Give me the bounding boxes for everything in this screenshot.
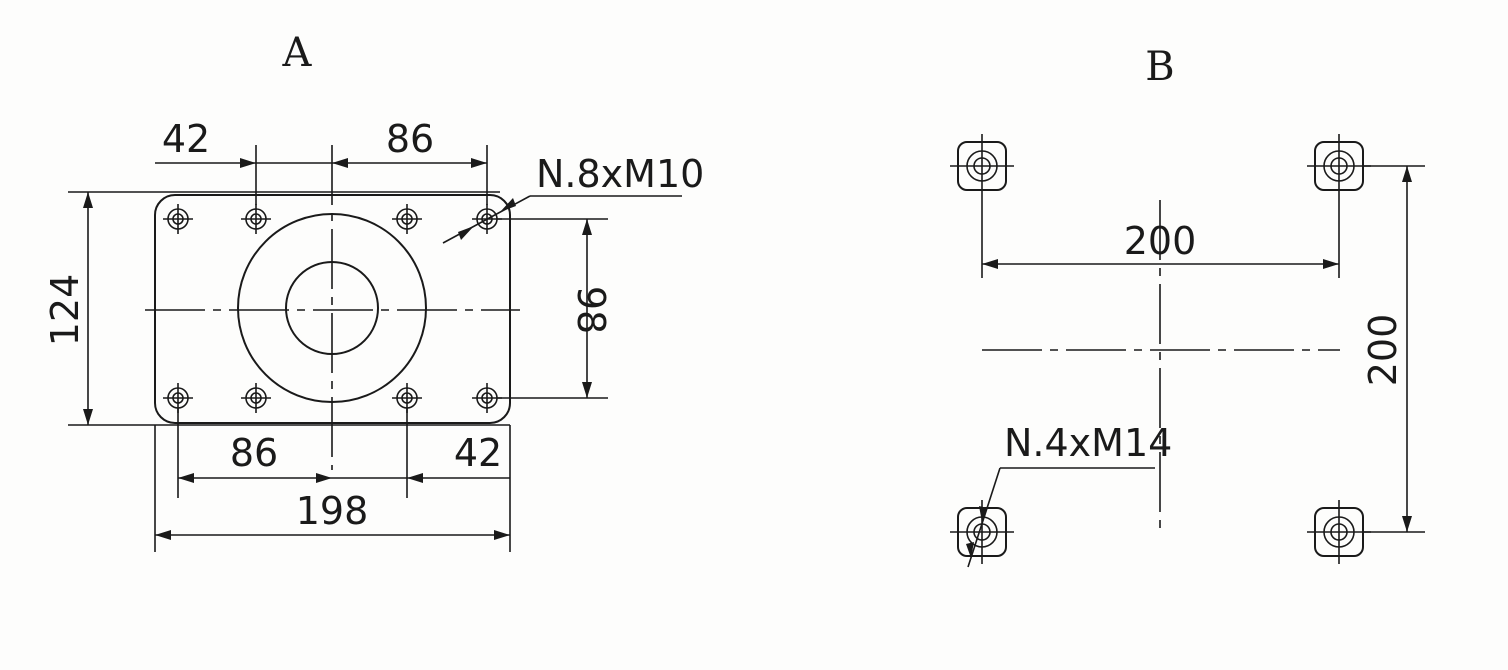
dim-a-height-outer-text: 124 <box>43 274 87 347</box>
callout-a-text: N.8xM10 <box>536 152 704 196</box>
pad-b-2 <box>1307 134 1371 198</box>
dim-a-bottom: 86 42 <box>177 408 510 498</box>
hole-a-6 <box>241 383 271 413</box>
hole-a-3 <box>392 204 422 234</box>
dim-b-horizontal-text: 200 <box>1124 219 1197 263</box>
dim-a-top-right: 86 <box>386 117 434 161</box>
dim-b-vertical: 200 <box>1361 165 1425 533</box>
hole-group-a <box>163 204 502 413</box>
callout-b: N.4xM14 <box>966 421 1172 568</box>
callout-a: N.8xM10 <box>442 152 704 244</box>
view-b-title: B <box>1145 44 1174 90</box>
dim-a-bottom-right: 42 <box>454 431 502 475</box>
dim-a-height-holes-text: 98 <box>569 286 613 334</box>
dim-a-top-left: 42 <box>162 117 210 161</box>
dim-b-horizontal: 200 <box>981 198 1340 278</box>
dim-a-top: 42 86 <box>155 117 488 205</box>
dim-a-width: 198 <box>154 425 511 552</box>
view-a-title: A <box>282 30 313 76</box>
callout-b-text: N.4xM14 <box>1004 421 1172 465</box>
hole-a-2 <box>241 204 271 234</box>
dim-b-vertical-text: 200 <box>1361 314 1405 387</box>
dim-a-height-outer: 124 <box>43 191 510 426</box>
view-a: A <box>43 30 704 552</box>
view-b: B <box>950 44 1425 568</box>
pad-b-1 <box>950 134 1014 198</box>
dim-a-width-text: 198 <box>296 489 369 533</box>
hole-a-1 <box>163 204 193 234</box>
dim-a-bottom-left: 86 <box>230 431 278 475</box>
dim-a-height-holes: 98 <box>497 218 613 399</box>
pad-b-4 <box>1307 500 1371 564</box>
